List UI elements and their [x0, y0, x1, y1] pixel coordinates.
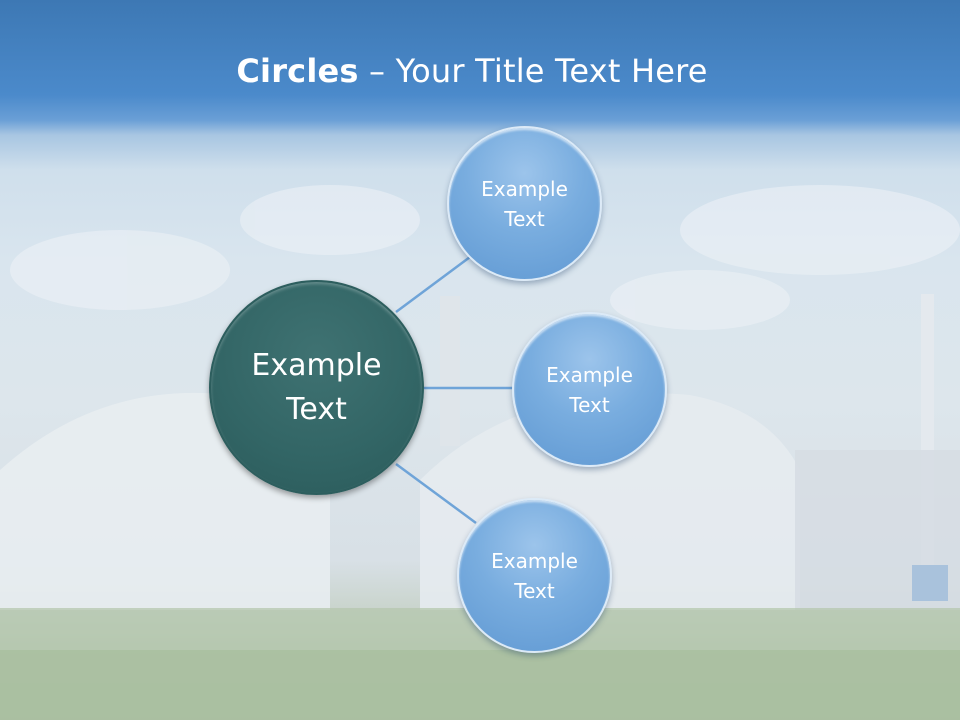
title-bold: Circles [236, 52, 359, 90]
circle-bottom-text: Example Text [491, 546, 578, 606]
circle-bottom-line1: Example [491, 548, 578, 573]
circle-top-line2: Text [504, 206, 545, 231]
circle-bottom[interactable]: Example Text [457, 498, 612, 653]
main-circle[interactable]: Example Text [209, 280, 424, 495]
circle-middle-line1: Example [546, 362, 633, 387]
main-circle-text: Example Text [251, 344, 381, 432]
main-circle-line2: Text [286, 391, 347, 427]
connector-bottom [395, 462, 477, 525]
circle-middle-text: Example Text [546, 360, 633, 420]
circle-bottom-line2: Text [514, 578, 555, 603]
circle-top-text: Example Text [481, 174, 568, 234]
circle-top-line1: Example [481, 176, 568, 201]
connector-top [395, 255, 471, 314]
main-circle-line1: Example [251, 347, 382, 383]
slide-title: Circles – Your Title Text Here [0, 52, 944, 90]
title-rest: – Your Title Text Here [358, 52, 708, 90]
circle-top[interactable]: Example Text [447, 126, 602, 281]
circle-middle[interactable]: Example Text [512, 312, 667, 467]
circle-middle-line2: Text [569, 392, 610, 417]
